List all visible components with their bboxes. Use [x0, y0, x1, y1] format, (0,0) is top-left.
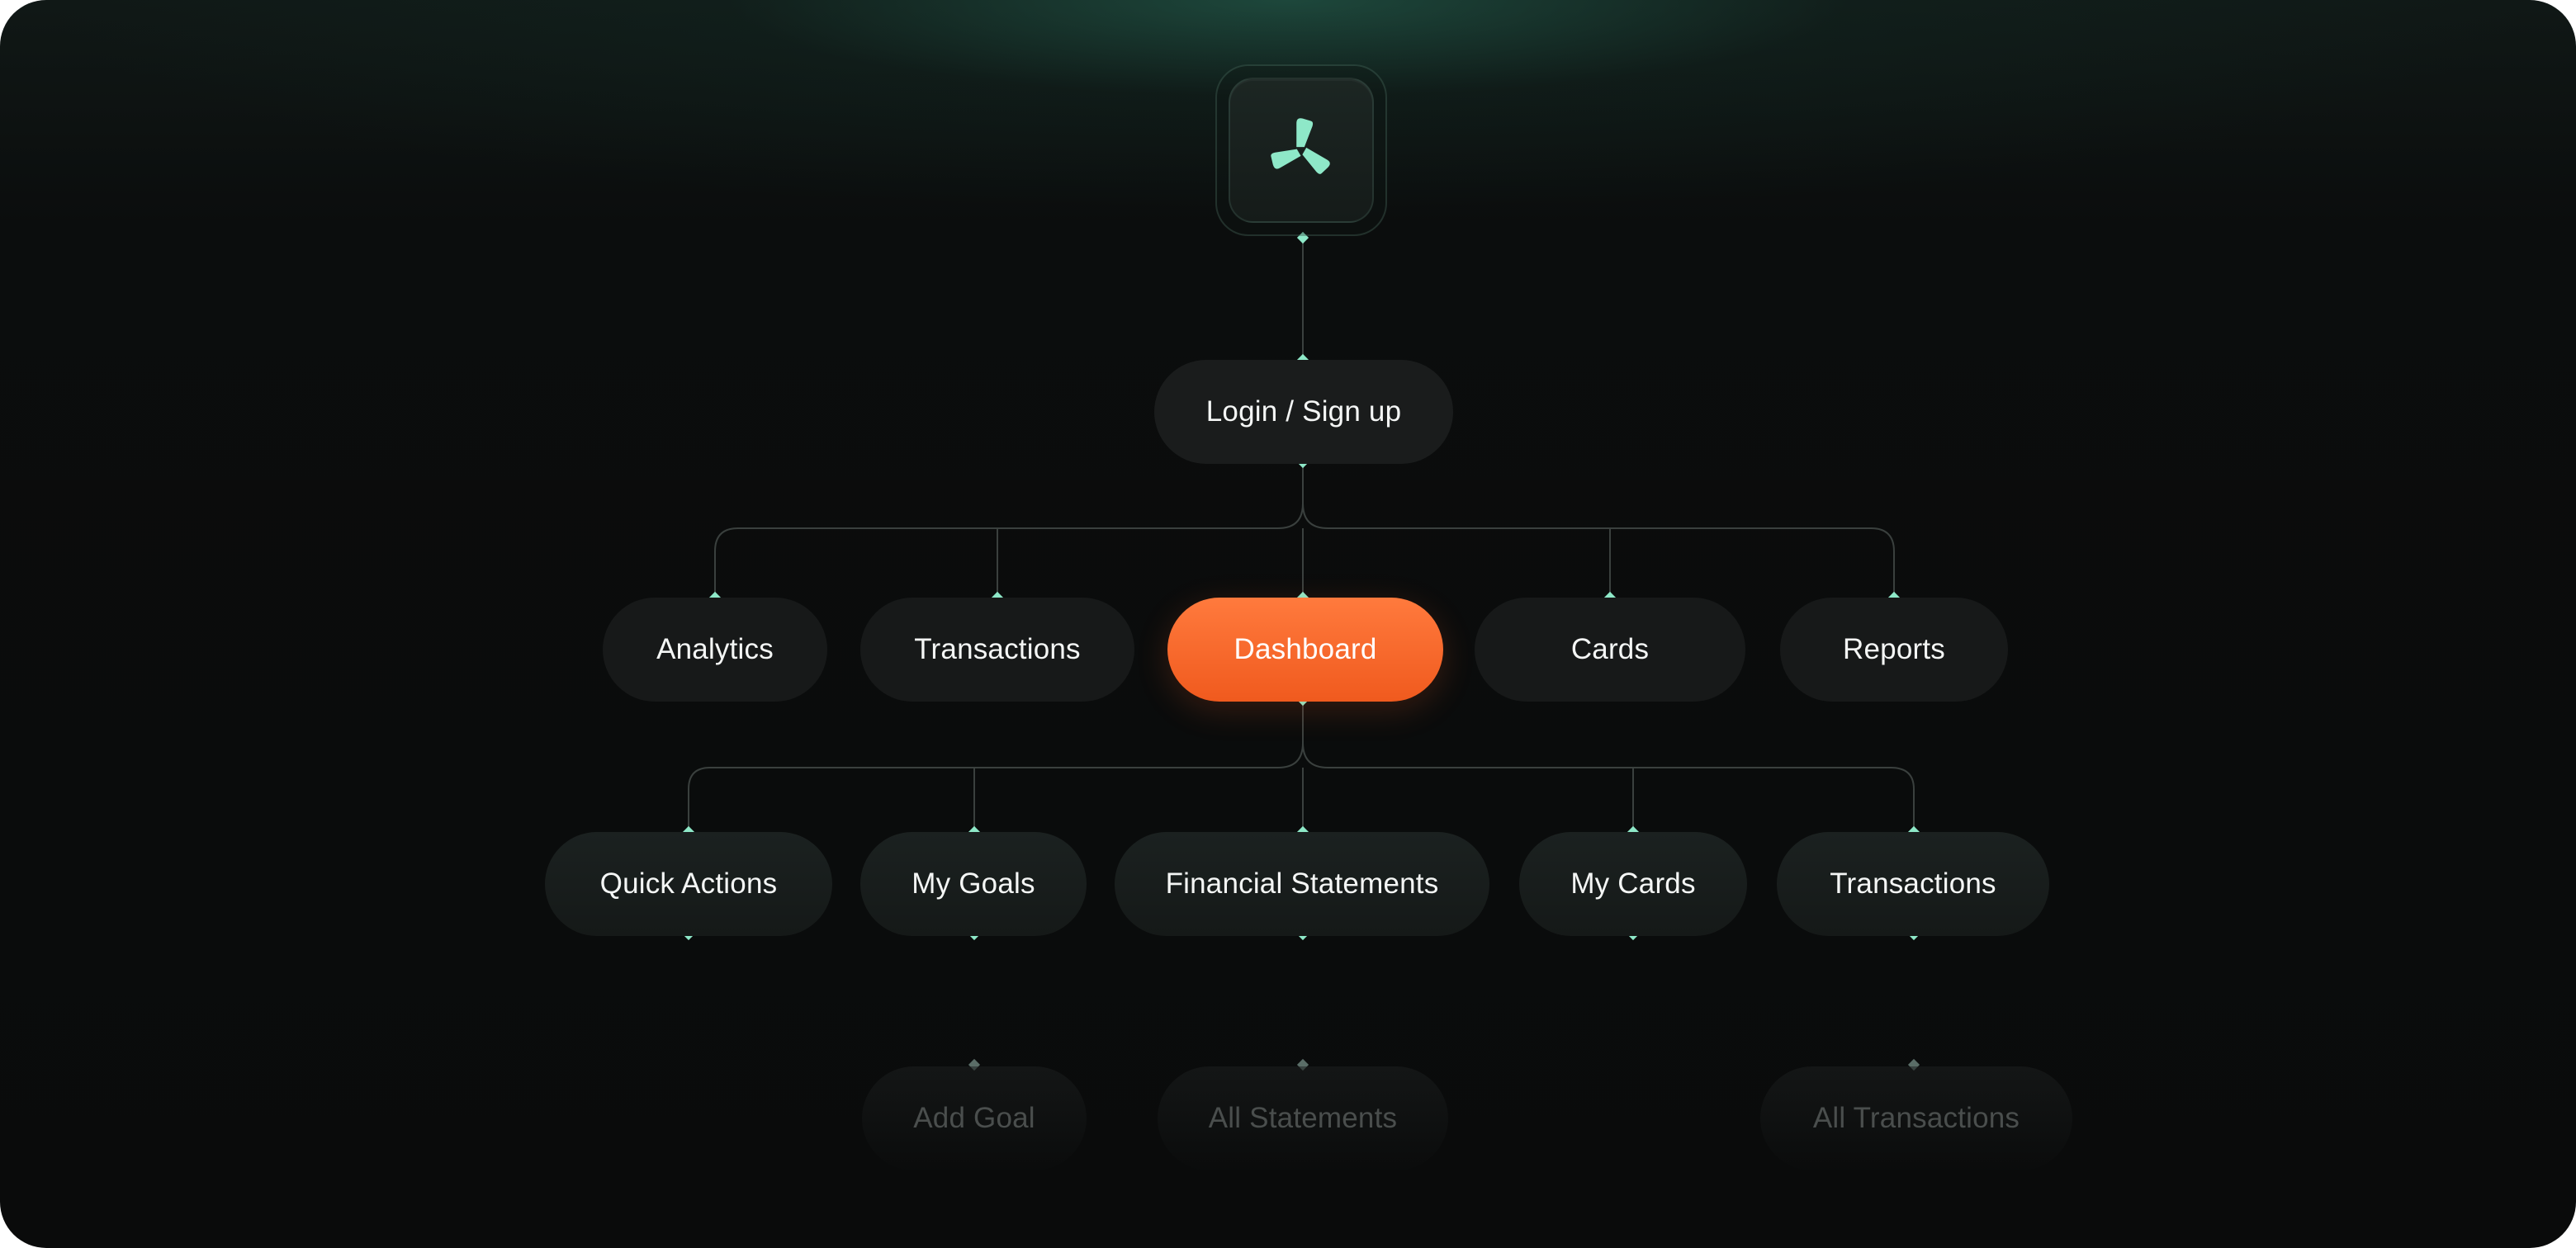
node-cards[interactable]: Cards: [1475, 598, 1745, 702]
app-logo-tile: [1229, 78, 1374, 223]
connector-dot: [1296, 231, 1309, 244]
node-dashboard[interactable]: Dashboard: [1167, 598, 1443, 702]
node-quick-actions[interactable]: Quick Actions: [545, 832, 832, 936]
node-all-statements[interactable]: All Statements: [1158, 1066, 1448, 1170]
app-logo[interactable]: [1215, 64, 1387, 236]
node-transactions[interactable]: Transactions: [860, 598, 1134, 702]
node-my-goals[interactable]: My Goals: [860, 832, 1087, 936]
node-login-signup[interactable]: Login / Sign up: [1154, 360, 1453, 464]
tri-arm-logo-icon: [1271, 118, 1330, 174]
node-transactions-sub[interactable]: Transactions: [1777, 832, 2049, 936]
node-add-goal[interactable]: Add Goal: [862, 1066, 1087, 1170]
node-reports[interactable]: Reports: [1780, 598, 2008, 702]
node-all-transactions[interactable]: All Transactions: [1760, 1066, 2072, 1170]
node-my-cards[interactable]: My Cards: [1519, 832, 1747, 936]
node-analytics[interactable]: Analytics: [603, 598, 827, 702]
node-financial-statements[interactable]: Financial Statements: [1115, 832, 1489, 936]
